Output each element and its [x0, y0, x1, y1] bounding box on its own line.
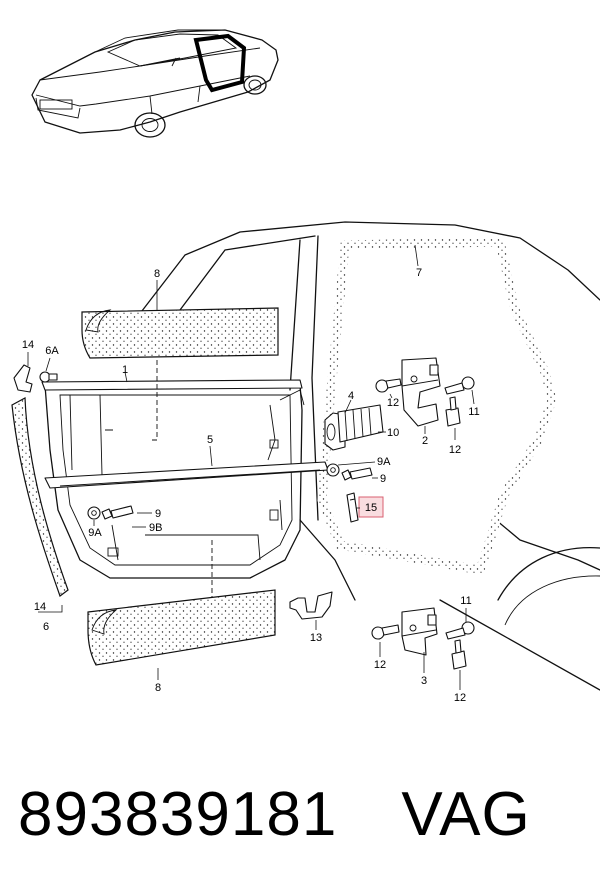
callout-12-d: 12: [454, 692, 466, 704]
bolt-part-12-b: [445, 396, 461, 427]
bolt-part-9-right: [341, 467, 373, 481]
callout-9A-left: 9A: [88, 527, 102, 539]
car-body-outline: [134, 221, 600, 691]
callout-5: 5: [207, 434, 213, 446]
callout-2: 2: [422, 435, 428, 447]
brand-name: VAG: [401, 780, 531, 849]
callout-1: 1: [122, 364, 128, 376]
callout-9B: 9B: [149, 522, 162, 534]
bolt-part-12-c: [371, 624, 400, 640]
callout-7: 7: [416, 267, 422, 279]
bolt-part-9-left: [101, 505, 134, 520]
callout-11-bottom: 11: [460, 595, 471, 607]
door-frame: [44, 384, 305, 579]
callout-12-b: 12: [449, 444, 461, 456]
bolt-part-11-a: [444, 376, 475, 395]
edge-trim-part-14: [11, 397, 69, 597]
washer-part-9A-right: [326, 463, 340, 477]
callout-labels: 8 1 5 7 4 10 12 2 12 11 9A 9 15 9 9B 9A …: [22, 267, 480, 704]
car-overview-illustration: [31, 29, 279, 138]
leader-lines: [27, 244, 475, 690]
callout-9-left: 9: [155, 508, 161, 520]
washer-part-9A-left: [87, 506, 101, 520]
lower-hinge-part-3: [401, 607, 438, 656]
callout-10: 10: [387, 427, 399, 439]
callout-15: 15: [365, 502, 377, 514]
callout-6: 6: [43, 621, 49, 633]
upper-hinge-part-2: [401, 357, 441, 427]
exploded-parts-diagram: 8 1 5 7 4 10 12 2 12 11 9A 9 15 9 9B 9A …: [11, 29, 600, 704]
screw-part-6A: [39, 371, 58, 383]
callout-14-bottom: 14: [34, 601, 46, 613]
bolt-part-12-d: [451, 639, 467, 670]
callout-14-top: 14: [22, 339, 34, 351]
part-number: 893839181: [18, 780, 338, 849]
top-rail-part-1: [41, 379, 303, 391]
callout-3: 3: [421, 675, 427, 687]
insulation-panel-bottom-part-8: [87, 589, 276, 666]
callout-15-highlight: [358, 496, 384, 518]
callout-12-c: 12: [374, 659, 386, 671]
bolt-part-11-b: [445, 621, 475, 640]
rail-part-5: [44, 461, 329, 489]
part-info-footer: 893839181 VAG: [18, 770, 588, 860]
callout-11-top: 11: [468, 406, 479, 418]
callout-9A-right: 9A: [377, 456, 391, 468]
callout-8-bottom: 8: [155, 682, 161, 694]
bolt-part-12-a: [375, 378, 402, 393]
callout-6A: 6A: [45, 345, 59, 357]
callout-13: 13: [310, 632, 322, 644]
bracket-part-13: [289, 591, 333, 620]
clip-part-14: [13, 364, 33, 393]
callout-12-a: 12: [387, 397, 399, 409]
callout-4: 4: [348, 390, 354, 402]
door-seal-part-7: [317, 237, 557, 576]
callout-9-right: 9: [380, 473, 386, 485]
insulation-panel-top-part-8: [81, 307, 279, 359]
catch-part-15: [346, 492, 359, 523]
callout-8-top: 8: [154, 268, 160, 280]
